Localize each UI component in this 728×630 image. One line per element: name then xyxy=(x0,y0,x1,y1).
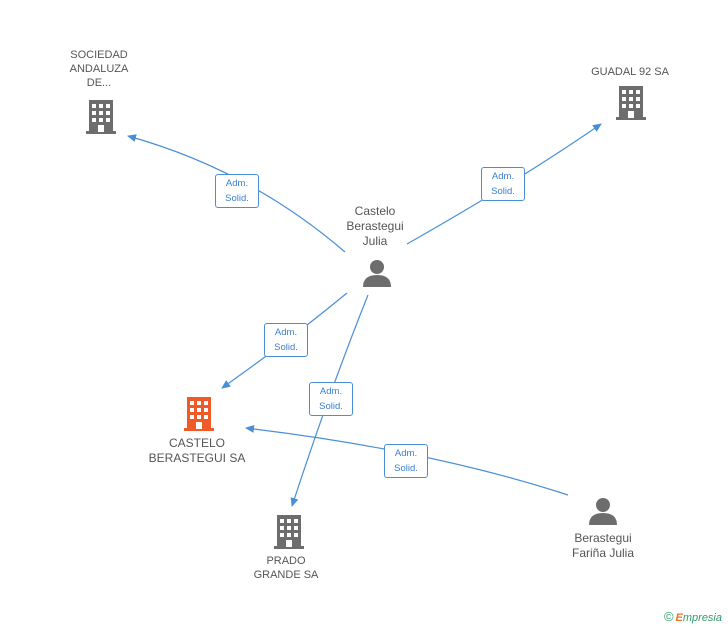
edge-label-line: Solid. xyxy=(319,401,343,412)
building-icon[interactable] xyxy=(184,397,214,431)
edge-label-line: Adm. xyxy=(394,448,418,459)
copyright-icon: © xyxy=(663,609,674,624)
edge-label-sociedad[interactable]: Adm. Solid. xyxy=(215,174,259,208)
node-label-castelo-sa[interactable]: CASTELO BERASTEGUI SA xyxy=(136,436,258,466)
edge-label-castelo-sa[interactable]: Adm. Solid. xyxy=(264,323,308,357)
label-line: Julia xyxy=(362,234,388,248)
label-line: ANDALUZA xyxy=(69,62,129,75)
building-icon[interactable] xyxy=(616,86,646,120)
person-icon[interactable] xyxy=(589,498,617,525)
edge-label-line: Adm. xyxy=(319,386,343,397)
label-line: GUADAL 92 SA xyxy=(591,66,669,78)
node-label-sociedad[interactable]: SOCIEDAD ANDALUZA DE... xyxy=(54,49,144,90)
label-line: CASTELO xyxy=(168,436,225,450)
edge-label-farina[interactable]: Adm. Solid. xyxy=(384,444,428,478)
label-line: Fariña Julia xyxy=(571,546,635,560)
brand-name: mpresia xyxy=(682,612,722,624)
edge-label-line: Solid. xyxy=(225,193,249,204)
label-line: Berastegui xyxy=(574,531,632,545)
label-line: PRADO xyxy=(266,555,306,567)
node-label-farina[interactable]: Berastegui Fariña Julia xyxy=(548,531,658,561)
person-icon[interactable] xyxy=(363,260,391,287)
label-line: Berastegui xyxy=(346,219,404,233)
edge-label-line: Solid. xyxy=(491,186,515,197)
label-line: BERASTEGUI SA xyxy=(148,451,246,465)
building-icon[interactable] xyxy=(86,100,116,134)
node-label-prado[interactable]: PRADO GRANDE SA xyxy=(240,555,332,583)
edge-label-prado[interactable]: Adm. Solid. xyxy=(309,382,353,416)
label-line: DE... xyxy=(86,76,112,89)
label-line: Castelo xyxy=(354,204,396,218)
node-label-castelo-julia[interactable]: Castelo Berastegui Julia xyxy=(330,204,420,249)
edge-label-line: Solid. xyxy=(274,342,298,353)
edge-label-line: Adm. xyxy=(491,171,515,182)
edge-label-line: Adm. xyxy=(274,327,298,338)
label-line: SOCIEDAD xyxy=(70,49,128,61)
building-icon[interactable] xyxy=(274,515,304,549)
node-label-guadal[interactable]: GUADAL 92 SA xyxy=(578,66,682,80)
brand-footer: ©Empresia xyxy=(664,609,722,624)
edge-label-line: Solid. xyxy=(394,463,418,474)
edge-label-guadal[interactable]: Adm. Solid. xyxy=(481,167,525,201)
edge-label-line: Adm. xyxy=(225,178,249,189)
label-line: GRANDE SA xyxy=(253,568,319,581)
brand-initial: E xyxy=(675,612,683,624)
